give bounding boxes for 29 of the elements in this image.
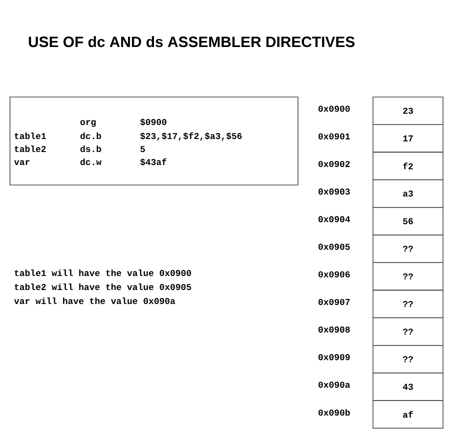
memory-cell: 56 <box>372 207 444 236</box>
address-label: 0x0909 <box>318 354 350 360</box>
address-label: 0x0901 <box>318 133 350 140</box>
memory-cell: f2 <box>372 152 444 180</box>
memory-cell: ?? <box>372 317 444 346</box>
address-label: 0x0904 <box>318 216 350 222</box>
memory-cell: 17 <box>372 124 444 153</box>
address-label: 0x0907 <box>318 298 350 306</box>
memory-cell: a3 <box>372 179 444 208</box>
address-label: 0x0903 <box>318 188 350 195</box>
memory-cell: ?? <box>372 344 444 374</box>
title: USE OF dc AND ds ASSEMBLER DIRECTIVES <box>28 36 355 48</box>
address-label: 0x0902 <box>318 160 350 168</box>
address-label: 0x090b <box>318 409 350 416</box>
note-text: table2 will have the value 0x0905 <box>14 283 192 290</box>
address-label: 0x0908 <box>318 326 350 333</box>
memory-cell: ?? <box>372 290 444 318</box>
note-text: table1 will have the value 0x0900 <box>14 269 192 276</box>
address-label: 0x0905 <box>318 244 350 250</box>
address-label: 0x0900 <box>318 106 350 112</box>
address-label: 0x0906 <box>318 271 350 278</box>
note-text: var will have the value 0x090a <box>14 297 176 304</box>
code-box: org $0900 table1 dc.b $23,$17,$f2,$a3,$56 table2 ds.b 5 var dc.w $43af <box>10 96 298 186</box>
memory-cell: ?? <box>372 262 444 291</box>
memory-cell: 43 <box>372 372 444 401</box>
memory-cell: ?? <box>372 234 444 263</box>
address-label: 0x090a <box>318 382 350 388</box>
memory-cell: af <box>372 400 444 429</box>
memory-cell: 23 <box>372 96 444 125</box>
